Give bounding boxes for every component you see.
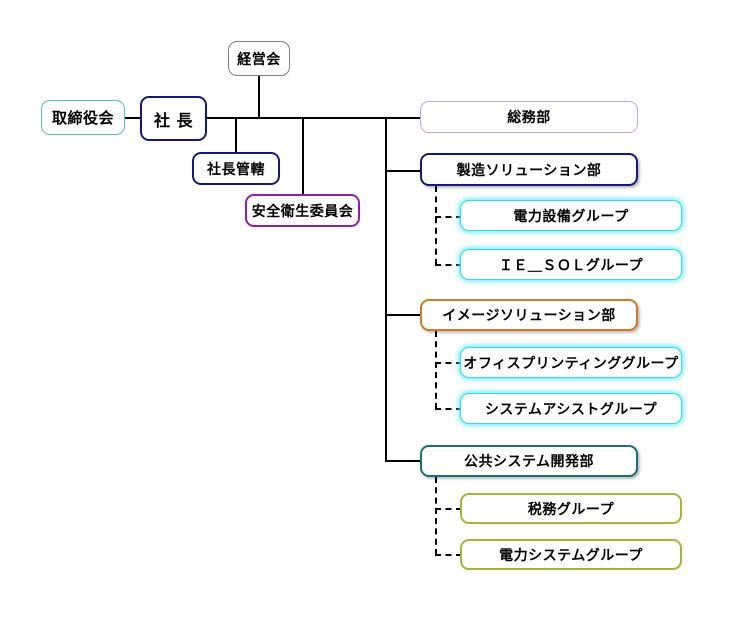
node-safety-health-committee[interactable]: 安全衛生委員会	[245, 194, 360, 227]
node-label: 製造ソリューション部	[456, 162, 602, 179]
node-label: 電力設備グループ	[513, 208, 629, 225]
node-image-solution-dept[interactable]: イメージソリューション部	[420, 299, 638, 331]
node-power-equipment-group[interactable]: 電力設備グループ	[460, 200, 682, 231]
connector-dashed-public-stem	[435, 477, 437, 555]
connector-branch-manufacturing	[385, 170, 422, 172]
connector-safety-committee	[302, 117, 304, 195]
connector-dashed-power-equipment	[435, 216, 462, 218]
node-label: 安全衛生委員会	[251, 203, 354, 220]
node-system-assist-group[interactable]: システムアシストグループ	[460, 393, 682, 424]
node-label: 電力システムグループ	[499, 547, 643, 564]
node-general-affairs-dept[interactable]: 総務部	[420, 101, 638, 133]
node-label: イメージソリューション部	[442, 308, 616, 324]
node-tax-group[interactable]: 税務グループ	[460, 493, 682, 524]
node-office-printing-group[interactable]: オフィスプリンティンググループ	[460, 347, 682, 378]
node-power-system-group[interactable]: 電力システムグループ	[460, 539, 682, 570]
connector-dashed-manufacturing-stem	[435, 186, 437, 265]
node-label: オフィスプリンティンググループ	[463, 355, 679, 372]
connector-management-council	[258, 76, 260, 118]
connector-dashed-power-system	[435, 554, 462, 556]
node-label: 経営会	[237, 51, 281, 68]
node-management-council[interactable]: 経営会	[228, 41, 290, 76]
node-label: ＩＥ＿ＳＯＬグループ	[498, 257, 644, 274]
connector-dashed-ie-sol	[435, 264, 462, 266]
node-board-of-directors[interactable]: 取締役会	[41, 100, 125, 135]
connector-department-spine	[385, 117, 387, 462]
connector-dashed-system-assist	[435, 408, 462, 410]
connector-dashed-image-stem	[435, 331, 437, 409]
node-president[interactable]: 社 長	[140, 96, 207, 141]
connector-board-to-president	[124, 117, 142, 119]
node-president-jurisdiction[interactable]: 社長管轄	[192, 152, 280, 185]
node-label: システムアシストグループ	[484, 401, 658, 418]
connector-president-jurisdiction	[235, 117, 237, 153]
connector-dashed-office-printing	[435, 362, 462, 364]
connector-branch-public-system	[385, 460, 422, 462]
node-label: 税務グループ	[527, 501, 615, 518]
node-public-system-dev-dept[interactable]: 公共システム開発部	[420, 445, 638, 477]
node-manufacturing-solution-dept[interactable]: 製造ソリューション部	[420, 153, 638, 186]
node-label: 取締役会	[51, 109, 114, 127]
node-label: 総務部	[507, 110, 551, 126]
connector-dashed-tax-group	[435, 508, 462, 510]
connector-president-trunk	[206, 117, 422, 119]
node-label: 公共システム開発部	[463, 454, 595, 470]
node-ie-sol-group[interactable]: ＩＥ＿ＳＯＬグループ	[460, 249, 682, 280]
node-label: 社 長	[153, 110, 194, 130]
connector-branch-image-solution	[385, 314, 422, 316]
node-label: 社長管轄	[207, 161, 265, 178]
